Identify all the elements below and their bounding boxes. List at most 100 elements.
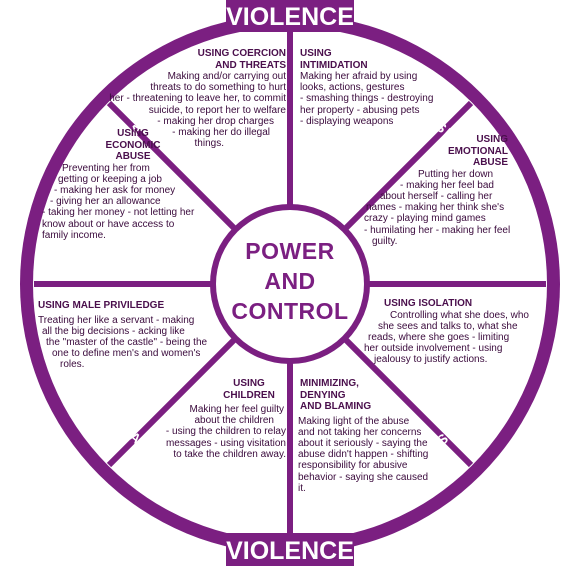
coercion-body-line: things.	[194, 138, 224, 150]
children-body-line: - using the children to relay	[165, 426, 286, 438]
coercion-body-line: her - threatening to leave her, to commi…	[109, 93, 286, 105]
isolation-body-line: jealousy to justify actions.	[374, 354, 488, 366]
male-privilege-body-line: all the big decisions - acking like	[42, 325, 185, 337]
emotional-heading-line: EMOTIONAL	[448, 145, 508, 157]
minimizing-body-line: responsibility for abusive	[298, 460, 408, 472]
coercion-body-line: Making and/or carrying out	[167, 71, 286, 82]
economic-body-line: family income.	[42, 229, 106, 241]
male-privilege-body-line: one to define men's and women's	[52, 348, 201, 360]
isolation-heading-line: USING ISOLATION	[384, 298, 473, 309]
segment-minimizing: MINIMIZING, DENYING AND BLAMING Making l…	[298, 378, 478, 494]
children-body-line: to take the children away.	[173, 448, 286, 460]
segment-emotional: USING EMOTIONAL ABUSE Putting her down -…	[364, 134, 544, 247]
male-privilege-body-line: the "master of the castle" - being the	[46, 336, 208, 348]
segment-isolation-heading: USING ISOLATION	[364, 298, 544, 310]
children-body-line: about the children	[194, 415, 274, 427]
minimizing-body-line: and not taking her concerns	[298, 426, 422, 438]
male-privilege-heading-line: USING MALE PRIVILEDGE	[38, 300, 165, 311]
segment-coercion: USING COERCION AND THREATS Making and/or…	[100, 48, 286, 149]
minimizing-body-line: it.	[298, 482, 306, 494]
emotional-body-line: - humilating her - making her feel	[364, 224, 511, 236]
intimidation-body-line: looks, actions, gestures	[300, 82, 405, 94]
economic-heading-line: ECONOMIC	[105, 139, 161, 151]
segment-children-heading: USING CHILDREN	[216, 378, 286, 401]
minimizing-heading-line: DENYING	[300, 389, 346, 401]
violence-bottom-plate	[226, 533, 354, 566]
minimizing-body-line: behavior - saying she caused	[298, 471, 429, 483]
coercion-body-line: suicide, to report her to welfare	[148, 104, 286, 116]
male-privilege-body-line: roles.	[60, 359, 85, 371]
isolation-body-line: she sees and talks to, what she	[378, 320, 518, 332]
segment-intimidation: USING INTIMIDATION Making her afraid by …	[300, 48, 480, 127]
emotional-body-line: crazy - playing mind games	[364, 213, 486, 225]
segment-coercion-heading: USING COERCION AND THREATS	[100, 48, 286, 71]
emotional-heading-line: ABUSE	[472, 157, 508, 168]
economic-body-line: - giving her an allowance	[50, 196, 161, 208]
economic-heading-line: USING	[117, 128, 149, 139]
spoke-top-right	[341, 100, 474, 233]
segment-male-privilege-heading: USING MALE PRIVILEDGE	[36, 300, 220, 312]
minimizing-heading-line: MINIMIZING,	[300, 378, 359, 389]
emotional-body-line: names - making her think she's	[366, 202, 505, 214]
isolation-body-line: reads, where she goes - limiting	[368, 331, 510, 343]
intimidation-heading-line: USING	[300, 48, 332, 59]
economic-body-line: - taking her money - not letting her	[42, 207, 195, 219]
segment-children: USING CHILDREN Making her feel guilty ab…	[104, 378, 286, 460]
minimizing-body-line: Making light of the abuse	[298, 415, 410, 427]
children-body-line: messages - using visitation	[165, 437, 286, 449]
economic-heading-line: ABUSE	[115, 151, 151, 162]
segment-economic-body: Preventing her from getting or keeping a…	[42, 163, 218, 241]
emotional-body-line: - making her feel bad	[400, 179, 494, 191]
male-privilege-body-line: Treating her like a servant - making	[38, 314, 195, 326]
violence-top-label: VIOLENCE	[226, 3, 354, 31]
spoke-bottom-right	[341, 335, 474, 468]
center-title: POWER AND CONTROL	[210, 236, 370, 326]
economic-body-line: getting or keeping a job	[58, 173, 162, 185]
segment-emotional-body: Putting her down - making her feel bad a…	[364, 169, 544, 247]
children-heading-line: USING	[233, 378, 265, 389]
coercion-body-line: threats to do something to hurt	[150, 82, 286, 94]
segment-children-body: Making her feel guilty about the childre…	[104, 404, 286, 460]
intimidation-heading-line: INTIMIDATION	[300, 59, 368, 71]
segment-intimidation-body: Making her afraid by using looks, action…	[300, 71, 480, 127]
economic-body-line: Preventing her from	[62, 162, 150, 174]
minimizing-body-line: abuse didn't happen - shifting	[298, 449, 429, 461]
segment-male-privilege-body: Treating her like a servant - making all…	[36, 315, 220, 371]
spoke-top-left	[106, 100, 239, 233]
center-line-control: CONTROL	[231, 298, 349, 324]
segment-male-privilege: USING MALE PRIVILEDGE Treating her like …	[36, 300, 220, 371]
isolation-body-line: her outside involvement - using	[364, 343, 503, 355]
center-line-power: POWER	[245, 238, 335, 264]
segment-intimidation-heading: USING INTIMIDATION	[300, 48, 480, 71]
intimidation-body-line: Making her afraid by using	[300, 71, 418, 82]
coercion-heading-line: USING COERCION	[197, 48, 286, 59]
segment-isolation: USING ISOLATION Controlling what she doe…	[364, 298, 544, 366]
economic-body-line: - making her ask for money	[54, 184, 176, 196]
hub-inner	[216, 210, 364, 358]
segment-minimizing-body: Making light of the abuse and not taking…	[298, 416, 478, 494]
violence-bottom-label: VIOLENCE	[226, 537, 354, 565]
segment-economic: USING ECONOMIC ABUSE Preventing her from…	[42, 128, 218, 241]
intimidation-body-line: - displaying weapons	[300, 115, 394, 127]
violence-top-plate	[226, 0, 354, 32]
minimizing-heading-line: AND BLAMING	[300, 401, 372, 412]
center-line-and: AND	[264, 268, 316, 294]
isolation-body-line: Controlling what she does, who	[390, 309, 529, 321]
segment-economic-heading: USING ECONOMIC ABUSE	[78, 128, 188, 163]
coercion-body-line: - making her do illegal	[172, 127, 270, 139]
intimidation-body-line: her property - abusing pets	[300, 104, 420, 116]
segment-coercion-body: Making and/or carrying out threats to do…	[100, 71, 286, 149]
segment-minimizing-heading: MINIMIZING, DENYING AND BLAMING	[298, 378, 478, 413]
intimidation-body-line: - smashing things - destroying	[300, 93, 434, 105]
children-heading-line: CHILDREN	[223, 389, 275, 401]
coercion-heading-line: AND THREATS	[215, 59, 286, 71]
emotional-heading-line: USING	[476, 134, 508, 145]
segment-isolation-body: Controlling what she does, who she sees …	[364, 310, 544, 366]
spoke-bottom-left	[106, 335, 239, 468]
economic-body-line: know about or have access to	[42, 218, 175, 230]
emotional-body-line: guilty.	[372, 235, 398, 247]
emotional-body-line: about herself - calling her	[380, 190, 493, 202]
children-body-line: Making her feel guilty	[189, 404, 285, 415]
